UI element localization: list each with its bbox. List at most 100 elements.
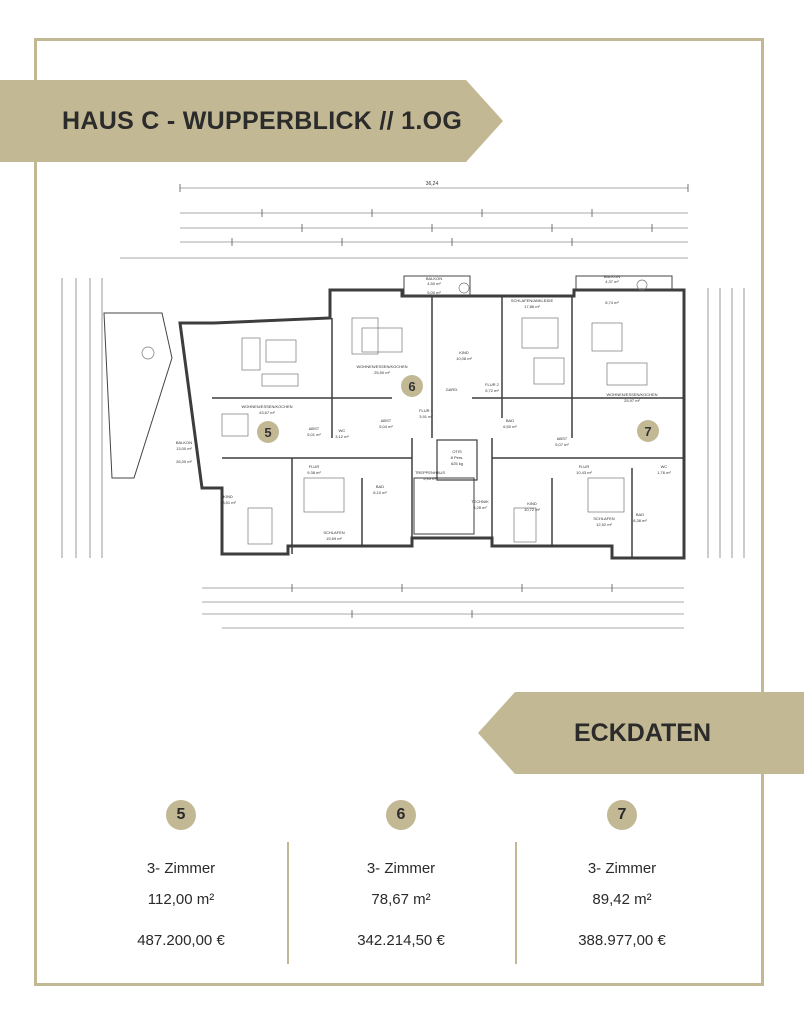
room-label: BAD [636, 512, 644, 517]
room-area: 13,00 m² [176, 446, 192, 451]
room-label: WOHNEN/ESSEN/KOCHEN [356, 364, 407, 369]
room-label: KIND [527, 501, 537, 506]
room-area: 26,00 m² [176, 459, 192, 464]
room-label: OTIS [452, 449, 462, 454]
page-title: HAUS C - WUPPERBLICK // 1.OG [62, 107, 463, 135]
unit-number-badge: 7 [607, 800, 637, 830]
room-area: 3,28 m² [473, 505, 487, 510]
unit-marker-label: 6 [408, 379, 415, 394]
unit-rooms: 3- Zimmer [146, 860, 216, 877]
title-banner: HAUS C - WUPPERBLICK // 1.OG [0, 80, 503, 162]
room-label: ABST [309, 426, 320, 431]
furniture [141, 279, 648, 545]
room-note: 625 kg [451, 461, 463, 466]
column-divider [287, 842, 289, 964]
room-area: 9,00 m² [427, 290, 441, 295]
unit-number-badge: 6 [386, 800, 416, 830]
unit-marker-6 [401, 375, 423, 397]
room-area: 8 Pers. [451, 455, 464, 460]
room-area: 17,86 m² [524, 304, 540, 309]
unit-rooms: 3- Zimmer [366, 860, 436, 877]
room-area: 43,67 m² [259, 410, 275, 415]
room-area: 5,72 m² [485, 388, 499, 393]
title-banner-shape [0, 80, 503, 162]
walls [178, 288, 686, 560]
room-label: BALKON [426, 276, 442, 281]
dimension-lines [61, 187, 745, 629]
room-area: 13,51 m² [220, 500, 236, 505]
room-area: 4,37 m² [605, 279, 619, 284]
room-label: ABST [557, 436, 568, 441]
dimension-ticks [179, 184, 689, 618]
room-area: 6,50 m² [503, 424, 517, 429]
room-area: 9,38 m² [307, 470, 321, 475]
room-label: SCHLAFEN/ANKLEIDE [511, 298, 554, 303]
room-label: KIND [223, 494, 233, 499]
room-area: 3,91 m² [419, 414, 433, 419]
unit-marker-7 [637, 420, 659, 442]
unit-area: 89,42 m² [592, 891, 652, 908]
room-label: FLUR [309, 464, 320, 469]
unit-marker-5 [257, 421, 279, 443]
room-label: KIND [459, 350, 469, 355]
room-label: SCHLAFEN [593, 516, 614, 521]
room-label: WOHNEN/ESSEN/KOCHEN [606, 392, 657, 397]
unit-area: 78,67 m² [371, 891, 431, 908]
room-label: FLUR 1 [419, 408, 434, 413]
eckdaten-title: ECKDATEN [574, 719, 712, 747]
unit-card-5: 5 3- Zimmer 112,00 m² 487.200,00 € [68, 800, 294, 949]
column-divider [515, 842, 517, 964]
room-area: 10,72 m² [524, 507, 540, 512]
room-label: TREPPENHAUS [415, 470, 445, 475]
room-label: BALKON [604, 274, 620, 279]
unit-number-badge: 5 [166, 800, 196, 830]
room-area: 5,07 m² [555, 442, 569, 447]
unit-card-7: 7 3- Zimmer 89,42 m² 388.977,00 € [509, 800, 735, 949]
room-area: 4,50 m² [427, 281, 441, 286]
unit-marker-label: 5 [264, 425, 271, 440]
balcony-6-outline [403, 275, 471, 297]
unit-price: 487.200,00 € [137, 932, 225, 949]
unit-price: 388.977,00 € [578, 932, 666, 949]
unit-marker-label: 7 [644, 424, 651, 439]
room-area: 8,74 m² [605, 300, 619, 305]
room-label: SCHLAFEN [323, 530, 344, 535]
room-area: 10,08 m² [456, 356, 472, 361]
room-area: 3,12 m² [335, 434, 349, 439]
room-label: WOHNEN/ESSEN/KOCHEN [241, 404, 292, 409]
unit-markers: 5 6 7 [257, 375, 659, 443]
room-area: 25,50 m² [374, 370, 390, 375]
room-labels: WOHNEN/ESSEN/KOCHEN 43,67 m² WOHNEN/ESSE… [176, 274, 672, 541]
room-area: 8,10 m² [373, 490, 387, 495]
room-area: 5,01 m² [307, 432, 321, 437]
unit-price: 342.214,50 € [357, 932, 445, 949]
page-frame [34, 38, 764, 986]
room-label: BAD [376, 484, 384, 489]
room-area: 12,92 m² [596, 522, 612, 527]
room-area: 1,76 m² [657, 470, 671, 475]
room-area: 25,97 m² [624, 398, 640, 403]
floor-plan: 36,24 [61, 181, 745, 629]
eckdaten-banner-shape [478, 692, 804, 774]
unit-area: 112,00 m² [147, 891, 215, 908]
room-area: 8,38 m² [633, 518, 647, 523]
room-label: BAD [506, 418, 514, 423]
room-label: ABST [381, 418, 392, 423]
unit-card-6: 6 3- Zimmer 78,67 m² 342.214,50 € [288, 800, 514, 949]
room-label: FLUR [579, 464, 590, 469]
room-label: WC [661, 464, 668, 469]
room-label: BALKON [176, 440, 192, 445]
top-dimension: 36,24 [426, 181, 439, 187]
room-area: 5,95 m² [423, 476, 437, 481]
room-label: FLUR 2 [485, 382, 500, 387]
room-area: 5,04 m² [379, 424, 393, 429]
room-label: WC [339, 428, 346, 433]
room-area: 10,43 m² [576, 470, 592, 475]
room-area: 15,59 m² [326, 536, 342, 541]
balcony-5-outline [103, 312, 173, 479]
balcony-7-outline [575, 275, 673, 291]
room-label: GARD. [446, 387, 459, 392]
room-label: TECHNIK [471, 499, 489, 504]
eckdaten-banner: ECKDATEN [478, 692, 804, 774]
unit-rooms: 3- Zimmer [587, 860, 657, 877]
